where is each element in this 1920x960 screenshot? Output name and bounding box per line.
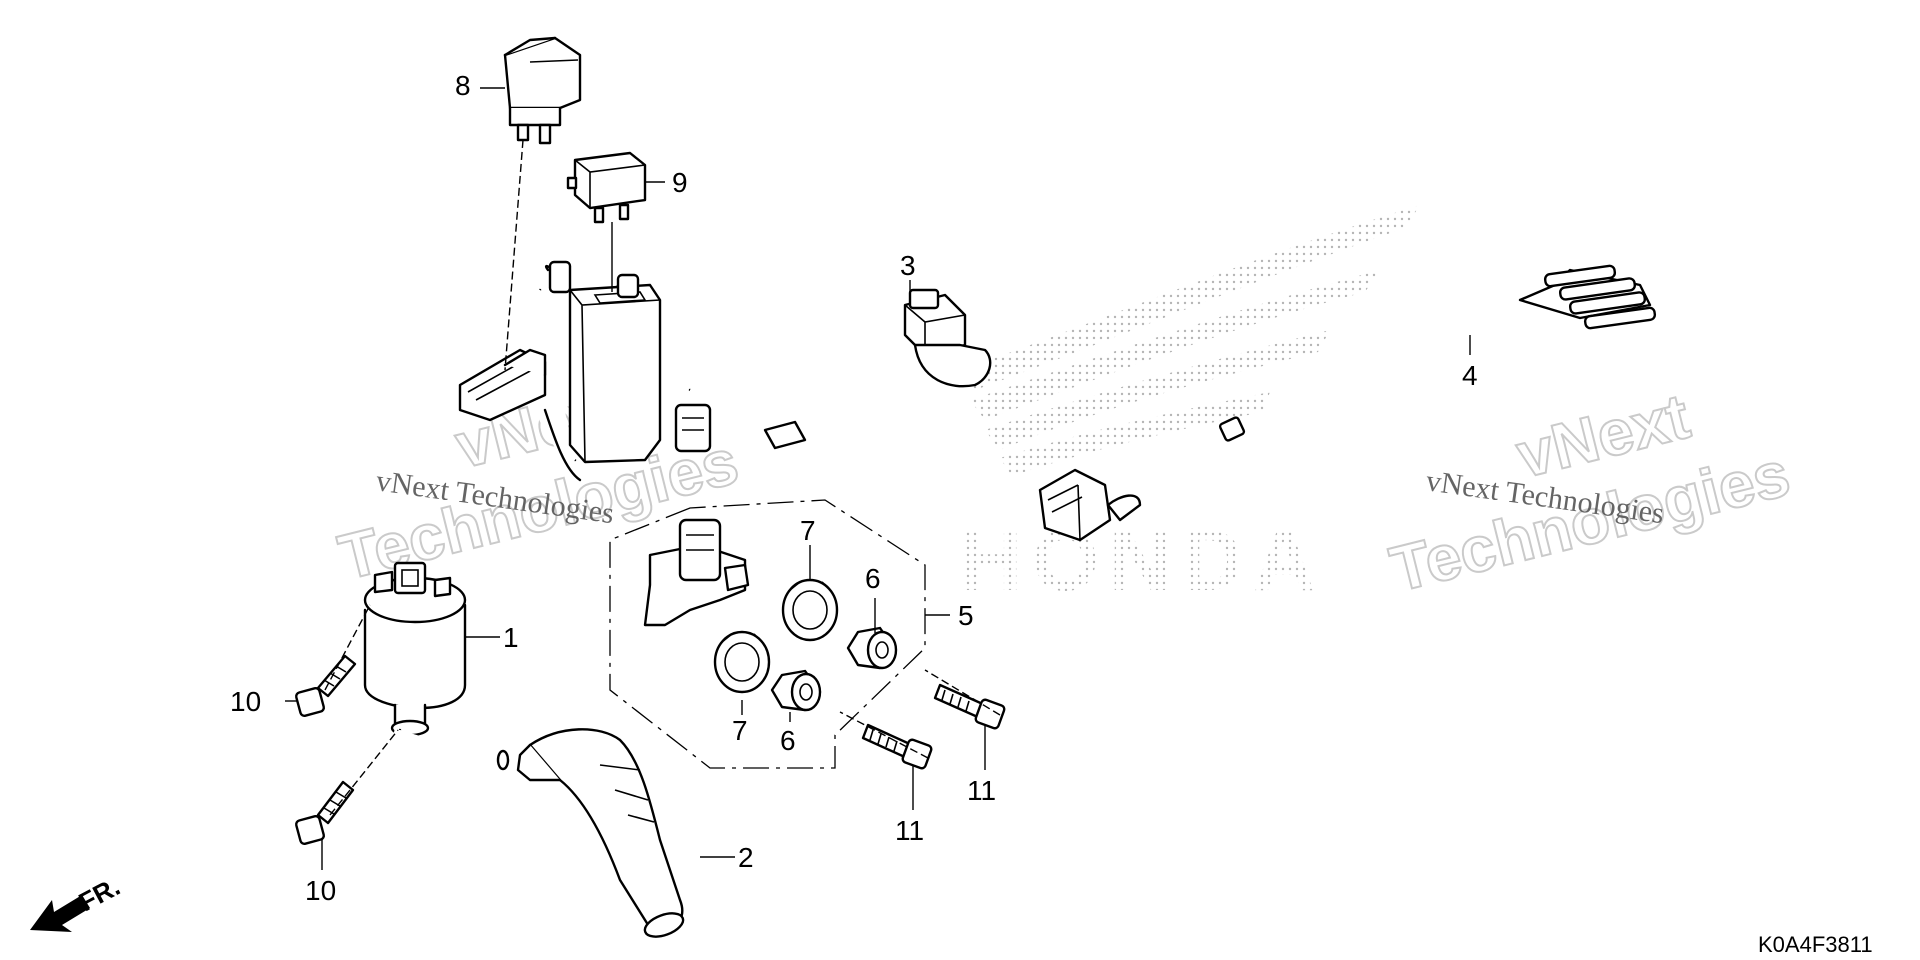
leader-lines: [285, 87, 1471, 870]
honda-logo-text: HONDA: [960, 513, 1325, 609]
callout-10-lower: 10: [305, 875, 336, 906]
part-5-group-outline: [609, 499, 926, 769]
callout-1: 1: [503, 622, 519, 653]
callout-11-upper: 11: [967, 775, 996, 806]
callout-9: 9: [672, 167, 688, 198]
part-5-connector-bracket: [643, 518, 750, 627]
part-6-collar-upper: [846, 626, 898, 670]
part-9-relay: [566, 151, 647, 224]
callout-6-upper: 6: [865, 563, 881, 594]
part-6-collar-lower: [770, 669, 822, 712]
callout-7-upper: 7: [800, 515, 816, 546]
callout-11-lower: 11: [895, 815, 924, 846]
part-11-bolt-lower: [861, 723, 933, 770]
diagram-code: K0A4F3811: [1758, 932, 1873, 957]
callout-8: 8: [455, 70, 471, 101]
front-direction-arrow: FR.: [30, 871, 125, 932]
callout-4: 4: [1462, 360, 1478, 391]
part-11-bolt-upper: [933, 683, 1006, 730]
callout-6-lower: 6: [780, 725, 796, 756]
callout-3: 3: [900, 250, 916, 281]
part-2-spark-plug-cap: [516, 728, 685, 938]
wing-logo-watermark: HONDA: [960, 205, 1420, 609]
callout-2: 2: [738, 842, 754, 873]
part-7-grommet-upper: [781, 578, 839, 642]
part-1-ignition-coil: [363, 561, 510, 777]
part-10-bolt-upper: [295, 654, 357, 717]
part-8-relay: [503, 36, 582, 145]
part-4-sub-harness: [1038, 264, 1657, 542]
part-10-bolt-lower: [295, 780, 355, 845]
callout-5: 5: [958, 600, 974, 631]
callout-10-upper: 10: [230, 686, 261, 717]
part-7-grommet-lower: [713, 630, 771, 694]
callout-7-lower: 7: [732, 715, 748, 746]
main-wire-harness: [458, 260, 992, 482]
